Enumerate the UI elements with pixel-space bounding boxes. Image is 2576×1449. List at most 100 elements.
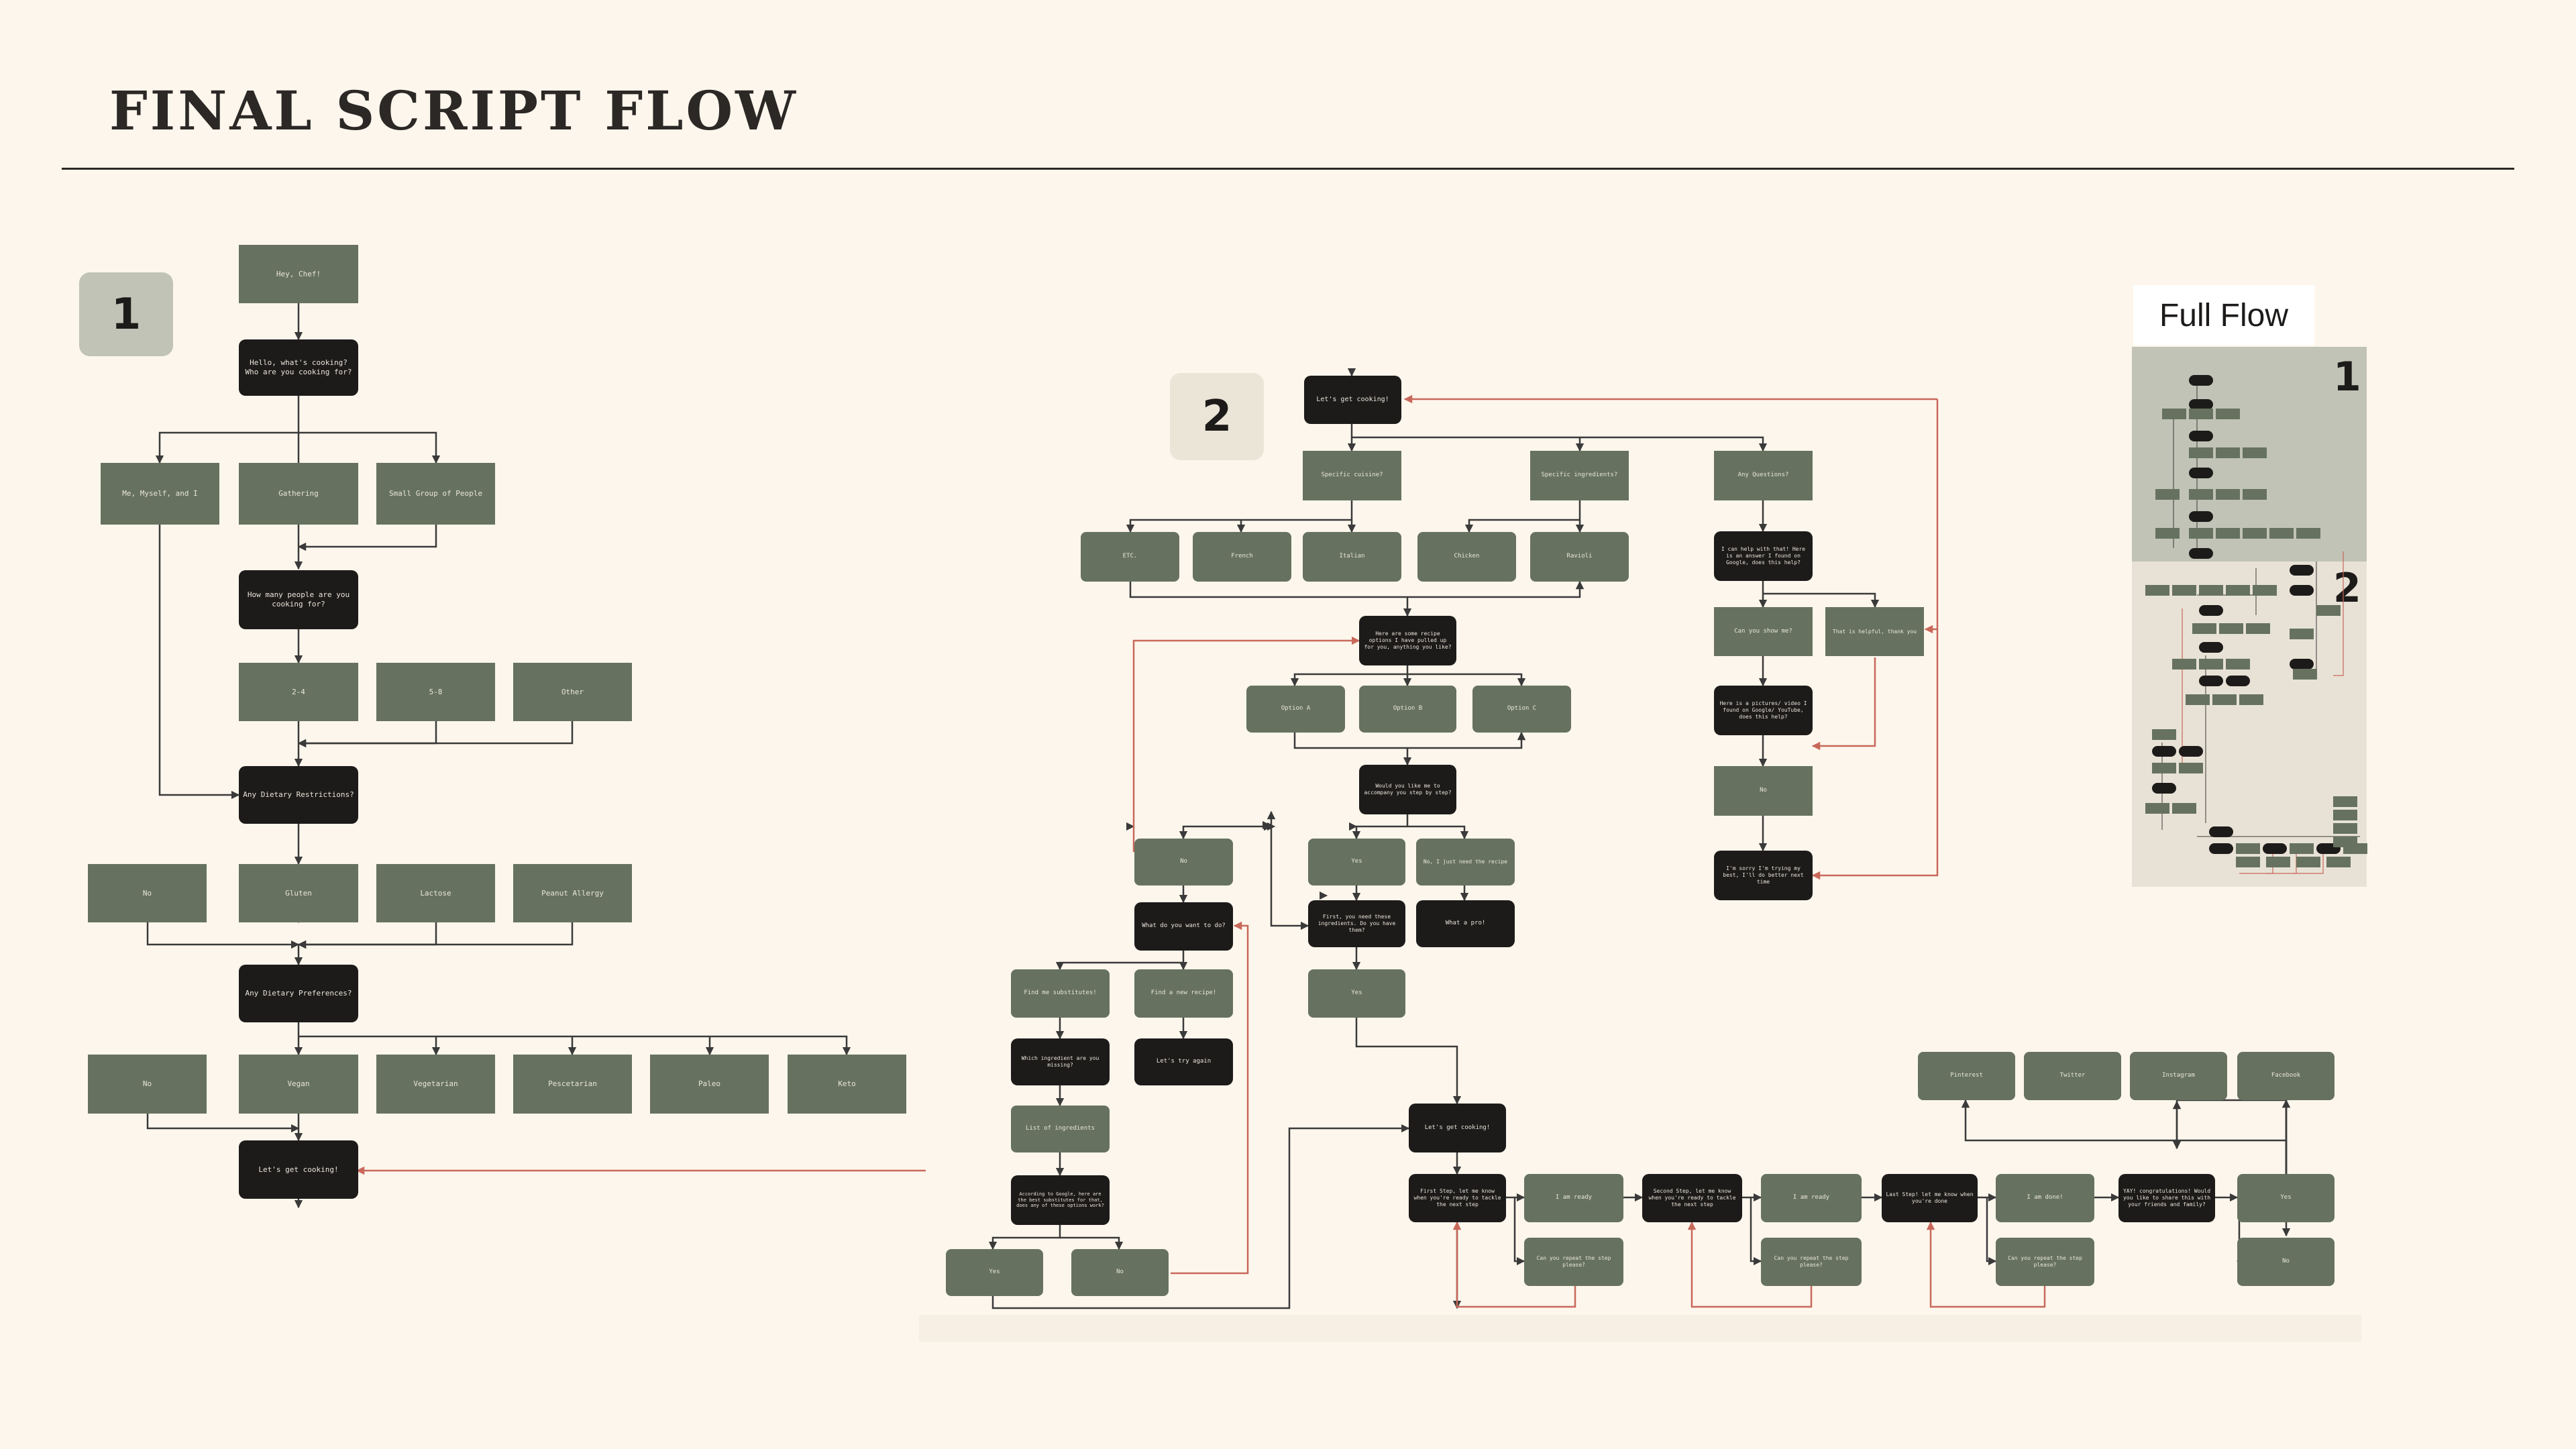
node-gluten[interactable]: Gluten [239,864,358,922]
mini-flow-box [2216,409,2240,419]
mini-flow-box [2172,585,2196,596]
node-2-4[interactable]: 2-4 [239,663,358,721]
mini-flow-box [2219,623,2243,634]
node-done[interactable]: I am done! [1996,1174,2094,1222]
page-title: FINAL SCRIPT FLOW [109,79,798,142]
mini-flow-box [2316,605,2341,616]
node-according-google: According to Google, here are the best s… [1011,1175,1110,1225]
node-ready-2[interactable]: I am ready [1761,1174,1862,1222]
node-restriction-no[interactable]: No [88,864,207,922]
node-hey-chef: Hey, Chef! [239,245,358,303]
node-keto[interactable]: Keto [788,1055,906,1114]
node-italian[interactable]: Italian [1303,532,1401,582]
node-peanut-allergy[interactable]: Peanut Allergy [513,864,632,922]
node-small-group[interactable]: Small Group of People [376,463,495,525]
mini-flow-box [2216,528,2240,539]
node-ready-1[interactable]: I am ready [1524,1174,1623,1222]
node-hello-cooking: Hello, what's cooking? Who are you cooki… [239,339,358,396]
node-etc[interactable]: ETC. [1081,532,1179,582]
mini-flow-box [2243,447,2267,458]
node-option-b[interactable]: Option B [1359,686,1456,733]
node-sorry: I'm sorry I'm trying my best, I'll do be… [1714,851,1813,900]
node-pinterest[interactable]: Pinterest [1918,1052,2015,1100]
full-flow-thumbnail: 1 2 [2132,347,2367,887]
section-1-badge: 1 [79,272,173,356]
mini-flow-box [2216,447,2240,458]
mini-flow-box [2226,585,2250,596]
mini-flow-box [2172,803,2196,814]
node-facebook[interactable]: Facebook [2237,1052,2334,1100]
node-specific-ingredients[interactable]: Specific ingredients? [1530,451,1629,500]
node-me-myself[interactable]: Me, Myself, and I [101,463,219,525]
node-repeat-1[interactable]: Can you repeat the step please? [1524,1238,1623,1286]
node-lactose[interactable]: Lactose [376,864,495,922]
mini-flow-box [2236,857,2260,867]
node-second-step: Second Step, let me know when you're rea… [1642,1174,1742,1222]
node-other[interactable]: Other [513,663,632,721]
node-question-no[interactable]: No [1714,766,1813,816]
node-find-new-recipe[interactable]: Find a new recipe! [1134,969,1233,1018]
node-substitute-yes[interactable]: Yes [946,1249,1043,1296]
node-french[interactable]: French [1193,532,1291,582]
mini-flow-box [2152,746,2176,757]
node-no-accompany[interactable]: No [1134,839,1233,885]
node-specific-cuisine[interactable]: Specific cuisine? [1303,451,1401,500]
node-pescetarian[interactable]: Pescetarian [513,1055,632,1114]
node-just-recipe[interactable]: No, I just need the recipe [1416,839,1515,885]
mini-flow-box [2189,548,2213,559]
node-substitute-no[interactable]: No [1071,1249,1169,1296]
node-helpful[interactable]: That is helpful, thank you [1825,607,1924,656]
node-try-again: Let's try again [1134,1038,1233,1085]
mini-flow-box [2226,676,2250,686]
node-ravioli[interactable]: Ravioli [1530,532,1629,582]
mini-flow-box [2290,659,2314,669]
node-find-substitutes[interactable]: Find me substitutes! [1011,969,1110,1018]
mini-flow-box [2189,489,2213,500]
node-5-8[interactable]: 5-8 [376,663,495,721]
mini-flow-box [2333,810,2357,820]
node-share-yes[interactable]: Yes [2237,1174,2334,1222]
mini-flow-box [2236,843,2260,854]
node-paleo[interactable]: Paleo [650,1055,769,1114]
node-twitter[interactable]: Twitter [2024,1052,2121,1100]
mini-flow-box [2199,585,2223,596]
mini-flow-box [2162,409,2186,419]
node-show-me[interactable]: Can you show me? [1714,607,1813,656]
node-any-questions[interactable]: Any Questions? [1714,451,1813,500]
node-preference-no[interactable]: No [88,1055,207,1114]
node-lets-get-cooking-1: Let's get cooking! [239,1140,358,1199]
node-share-no[interactable]: No [2237,1238,2334,1286]
mini-flow-box [2263,843,2287,854]
node-list-ingredients[interactable]: List of ingredients [1011,1106,1110,1152]
mini-flow-box [2296,528,2320,539]
node-vegan[interactable]: Vegan [239,1055,358,1114]
node-have-ingredients-yes[interactable]: Yes [1308,969,1405,1018]
mini-flow-box [2226,659,2250,669]
node-option-a[interactable]: Option A [1246,686,1345,733]
mini-flow-box [2179,746,2203,757]
node-vegetarian[interactable]: Vegetarian [376,1055,495,1114]
mini-flow-box [2189,468,2213,478]
node-instagram[interactable]: Instagram [2130,1052,2227,1100]
bottom-fade [919,1315,2361,1342]
node-repeat-3[interactable]: Can you repeat the step please? [1996,1238,2094,1286]
section-2-badge: 2 [1170,373,1264,460]
node-yes-accompany[interactable]: Yes [1308,839,1405,885]
mini-flow-box [2155,489,2180,500]
node-option-c[interactable]: Option C [1472,686,1571,733]
mini-flow-box [2290,843,2314,854]
mini-flow-box [2209,843,2233,854]
node-chicken[interactable]: Chicken [1417,532,1516,582]
mini-flow-box [2189,528,2213,539]
node-repeat-2[interactable]: Can you repeat the step please? [1761,1238,1862,1286]
mini-flow-box [2172,659,2196,669]
mini-flow-box [2189,431,2213,441]
node-gathering[interactable]: Gathering [239,463,358,525]
node-video: Here is a pictures/ video I found on Goo… [1714,686,1813,735]
full-flow-label-1: 1 [2333,354,2361,400]
node-how-many: How many people are you cooking for? [239,570,358,629]
node-congrats: YAY! congratulations! Would you like to … [2118,1174,2215,1222]
mini-flow-box [2333,823,2357,834]
mini-flow-box [2155,528,2180,539]
mini-flow-box [2333,837,2357,847]
